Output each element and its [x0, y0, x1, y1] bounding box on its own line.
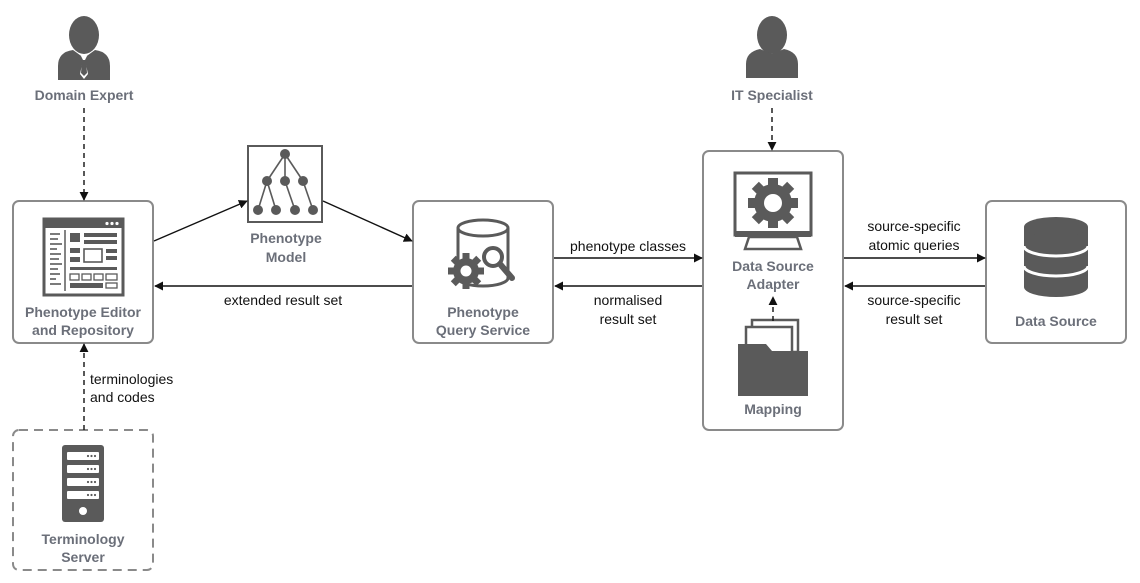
edge-label-source-result-1: source-specific — [867, 292, 960, 308]
person-icon — [746, 16, 798, 78]
terminology-server-node[interactable]: Terminology Server — [12, 429, 154, 571]
adapter-label-2: Adapter — [747, 276, 800, 292]
database-search-icon — [448, 218, 515, 289]
edge-editor-to-model — [153, 200, 248, 242]
tree-hierarchy-icon — [247, 145, 323, 223]
phenotype-editor-node[interactable]: Phenotype Editor and Repository — [12, 200, 154, 344]
edge-model-to-query-service — [322, 200, 413, 242]
it-specialist-label: IT Specialist — [731, 87, 813, 103]
edge-label-terminologies-2: and codes — [90, 389, 155, 405]
edge-label-terminologies-1: terminologies — [90, 371, 173, 387]
domain-expert-label: Domain Expert — [35, 87, 134, 103]
edge-label-normalised-1: normalised — [594, 292, 662, 308]
edge-label-phenotype-classes: phenotype classes — [570, 238, 686, 254]
server-icon — [62, 445, 104, 522]
it-specialist-node[interactable]: IT Specialist — [731, 16, 813, 103]
edge-label-normalised-2: result set — [600, 311, 657, 327]
mapping-label: Mapping — [744, 401, 802, 417]
terminology-server-label-1: Terminology — [42, 531, 125, 547]
data-source-label: Data Source — [1015, 313, 1097, 329]
edge-label-extended-result-set: extended result set — [224, 292, 342, 308]
domain-expert-node[interactable]: Domain Expert — [35, 16, 134, 103]
phenotype-editor-label-2: and Repository — [32, 322, 134, 338]
person-icon — [58, 16, 110, 80]
data-source-node[interactable]: Data Source — [985, 200, 1127, 344]
phenotype-model-node[interactable]: Phenotype Model — [247, 145, 323, 265]
phenotype-query-service-node[interactable]: Phenotype Query Service — [412, 200, 554, 344]
terminology-server-label-2: Server — [61, 549, 105, 565]
editor-window-icon — [42, 217, 125, 297]
edge-label-source-result-2: result set — [886, 311, 943, 327]
phenotype-model-label-1: Phenotype — [250, 230, 322, 246]
folder-icon — [738, 318, 808, 396]
phenotype-model-label-2: Model — [266, 249, 306, 265]
query-service-label-1: Phenotype — [447, 304, 519, 320]
mapping-node[interactable]: Mapping — [738, 318, 808, 417]
adapter-label-1: Data Source — [732, 258, 814, 274]
query-service-label-2: Query Service — [436, 322, 530, 338]
database-icon — [1022, 217, 1090, 297]
phenotype-editor-label-1: Phenotype Editor — [25, 304, 141, 320]
data-source-adapter-node[interactable]: Data Source Adapter Mapping — [702, 150, 844, 431]
edge-label-source-queries-2: atomic queries — [868, 237, 959, 253]
gear-monitor-icon — [733, 171, 813, 251]
edge-label-source-queries-1: source-specific — [867, 218, 960, 234]
